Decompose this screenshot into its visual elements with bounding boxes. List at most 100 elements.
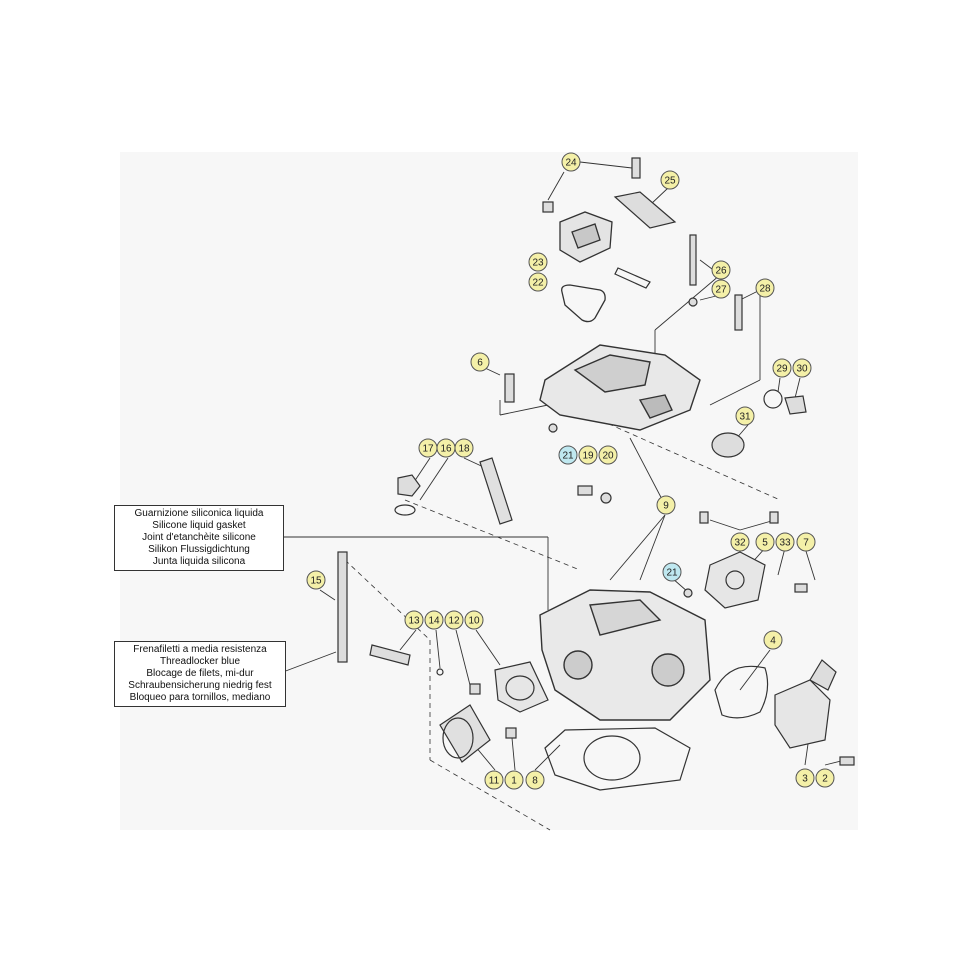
stud-15 [337,551,348,663]
callout-badge [558,445,578,465]
callout-badge [763,630,783,650]
washer-16 [394,504,416,516]
threadlocker-note: Frenafiletti a media resistenza Threadlo… [114,641,286,707]
gasket-note-line: Joint d'etanchèite silicone [142,532,256,543]
threadlocker-note-line: Frenafiletti a media resistenza [133,644,267,655]
callout-badge [735,406,755,426]
callout-badge [711,260,731,280]
gasket-note-line: Junta liquida silicona [152,556,246,567]
callout-badge [464,610,484,630]
callout-badge [528,272,548,292]
callout-badge [424,610,444,630]
callout-badge [470,352,490,372]
callout-number: 26 [715,266,727,277]
callout-badge [306,570,326,590]
callout-badge [796,532,816,552]
intake-boot-11 [439,704,491,763]
bolt-13 [369,644,411,666]
callout-number: 27 [715,285,727,296]
callout-badge [504,770,524,790]
callout-badge [525,770,545,790]
callout-badge [404,610,424,630]
callout-badge [598,445,618,465]
callout-badge [444,610,464,630]
flange-5 [704,551,766,609]
strip-25 [613,191,677,229]
callout-number: 19 [582,451,594,462]
callout-number: 1 [511,776,517,787]
callout-number: 14 [428,616,440,627]
callout-number: 16 [440,444,452,455]
callout-number: 10 [468,616,480,627]
gasket-22 [561,284,606,323]
o-ring-29 [763,389,783,409]
callout-number: 31 [739,412,751,423]
callout-number: 18 [458,444,470,455]
valve-cover [539,344,701,431]
intake-flange-10 [494,661,549,713]
callout-badge [528,252,548,272]
cap-31 [711,432,745,458]
callout-badge [561,152,581,172]
bolts [469,157,855,766]
pump-cover-3 [774,679,831,749]
callout-number: 22 [532,278,544,289]
callout-badge [662,562,682,582]
callout-number: 21 [666,568,678,579]
threadlocker-note-line: Schraubensicherung niedrig fest [128,680,272,691]
callout-number: 11 [489,776,500,787]
callout-badge [772,358,792,378]
spark-plug-18 [479,457,513,525]
gasket-note-line: Silikon Flussigdichtung [148,544,250,555]
callout-badge [792,358,812,378]
callout-number: 32 [734,538,746,549]
callout-badge [730,532,750,552]
head-gasket-8 [544,727,691,791]
callout-number: 7 [803,538,809,549]
callout-number: 5 [762,538,768,549]
callout-number: 3 [802,774,808,785]
callout-number: 28 [759,284,771,295]
callout-number: 17 [422,444,434,455]
callout-badge [711,279,731,299]
callout-badge [454,438,474,458]
callout-number: 6 [477,358,483,369]
callout-number: 15 [310,576,322,587]
gasket-note-line: Guarnizione siliconica liquida [134,508,264,519]
cylinder-head [539,589,711,721]
callout-badge [795,768,815,788]
callout-number: 24 [565,158,577,169]
threadlocker-note-line: Threadlocker blue [159,656,241,667]
callout-number: 20 [602,451,614,462]
nut-17 [397,474,421,497]
callout-badge [484,770,504,790]
cover-23 [559,211,613,263]
callout-number: 29 [776,364,788,375]
callout-badge [578,445,598,465]
callout-number: 2 [822,774,828,785]
threadlocker-note-line: Bloqueo para tornillos, mediano [129,692,271,703]
callout-number: 9 [663,501,669,512]
callout-badge [755,532,775,552]
callout-number: 4 [770,636,776,647]
gasket-note: Guarnizione siliconica liquida Silicone … [114,505,284,571]
callout-number: 21 [562,451,574,462]
callout-badge [775,532,795,552]
gasket-note-line: Silicone liquid gasket [152,520,246,531]
callout-number: 33 [779,538,791,549]
callout-number: 30 [796,364,808,375]
callout-badge [660,170,680,190]
callout-number: 25 [664,176,676,187]
plug-30 [784,395,807,415]
callout-badge [755,278,775,298]
callout-number: 13 [408,616,420,627]
callout-number: 8 [532,776,538,787]
strip-small [614,267,651,289]
callout-number: 12 [448,616,460,627]
gasket-4 [714,665,769,719]
callout-badge [815,768,835,788]
callout-number: 23 [532,258,544,269]
